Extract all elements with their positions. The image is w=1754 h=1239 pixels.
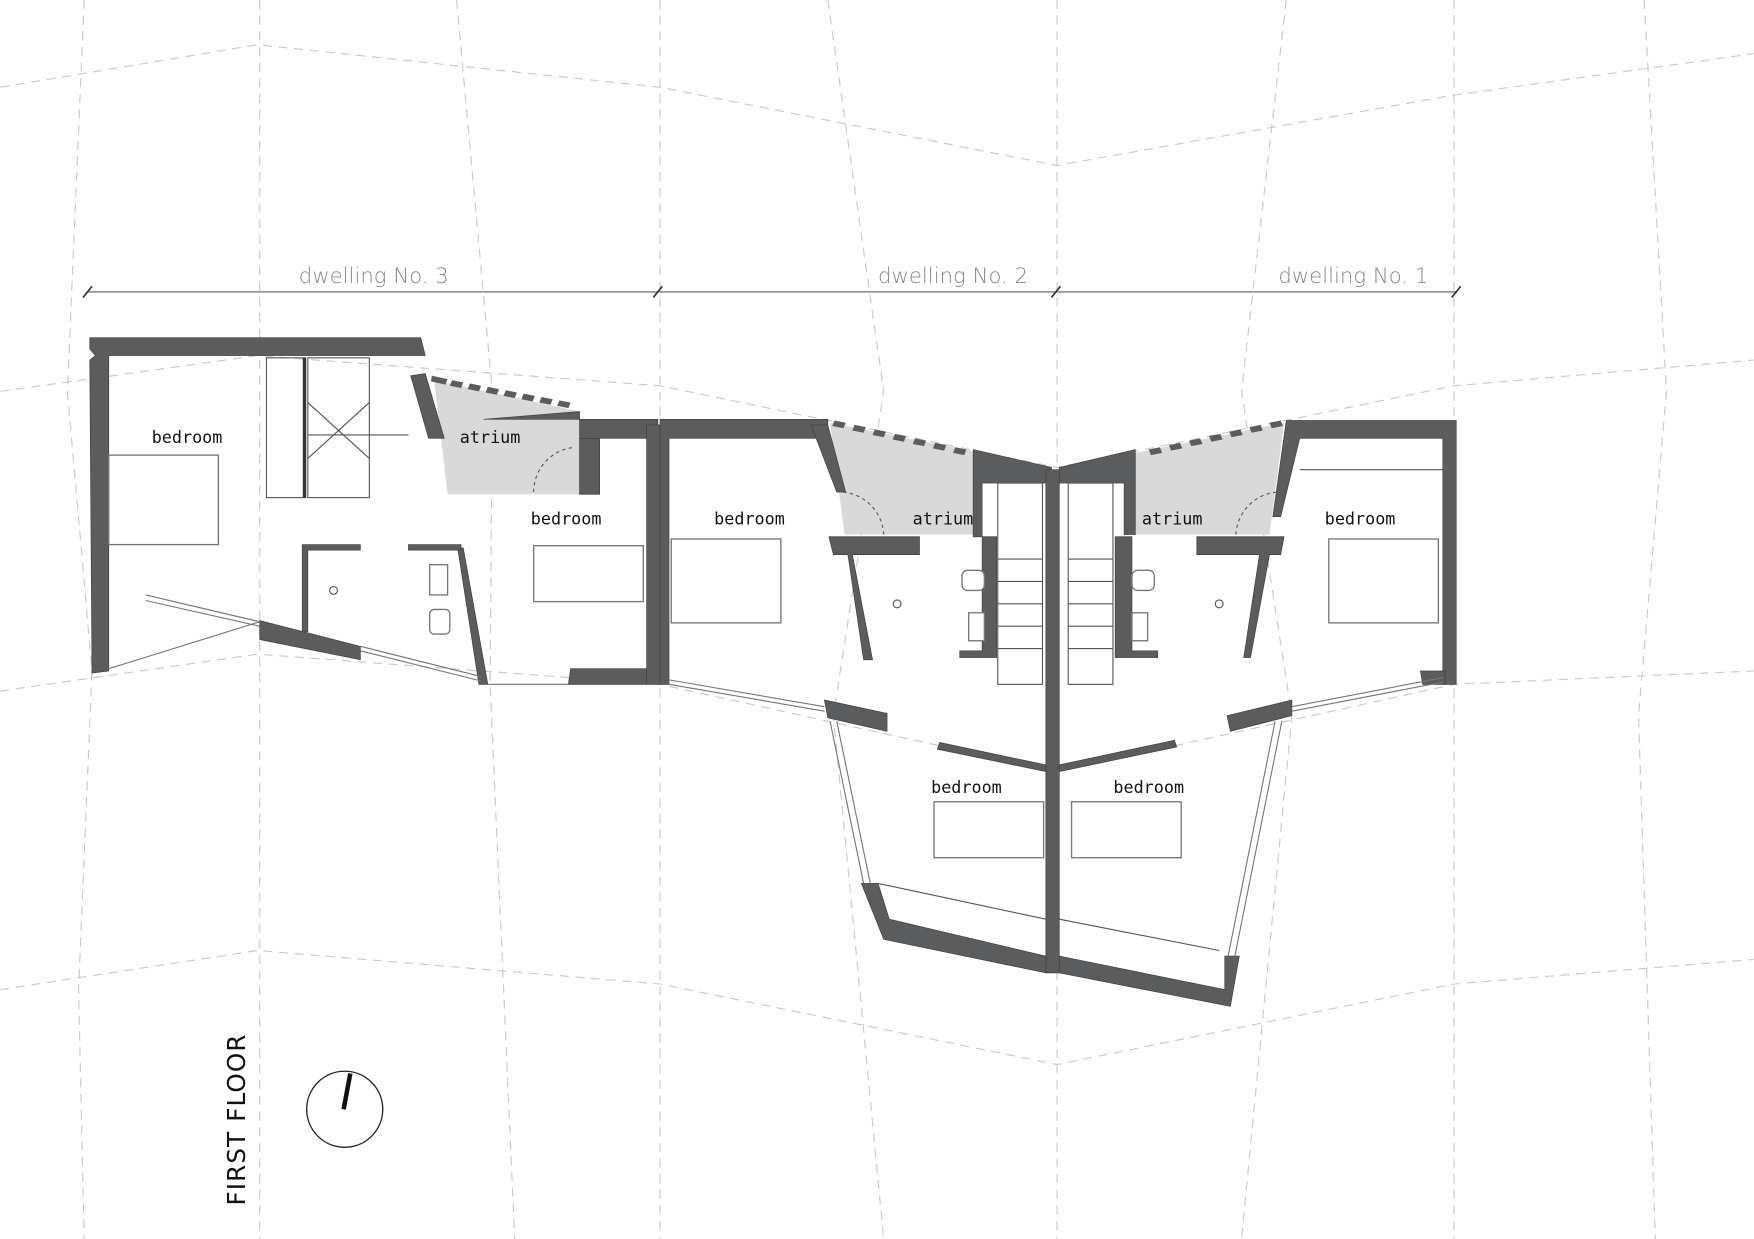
- bed: [670, 538, 782, 624]
- walls-dwelling-2: [659, 419, 1060, 974]
- dwelling-2-label: dwelling No. 2: [878, 264, 1028, 289]
- bed: [533, 545, 644, 603]
- room-label-bedroom: bedroom: [931, 777, 1002, 797]
- room-label-bedroom: bedroom: [152, 427, 223, 447]
- staircase-dwelling-3: [265, 357, 409, 499]
- room-label-atrium: atrium: [460, 427, 521, 447]
- staircase-dwelling-2: [997, 482, 1044, 685]
- staircase-dwelling-1: [1067, 482, 1114, 685]
- dimension-line: [82, 285, 1462, 298]
- room-label-bedroom: bedroom: [1325, 508, 1396, 528]
- bathroom-fixtures: [329, 446, 1279, 642]
- walls-dwelling-3: [89, 337, 661, 685]
- walls-dwelling-1: [1058, 420, 1457, 1007]
- bed: [1070, 801, 1182, 859]
- atrium-glazing: [430, 375, 1283, 456]
- atrium-3-fill: [434, 380, 580, 495]
- atrium-1-fill: [1135, 422, 1285, 535]
- north-arrow-icon: [306, 1070, 384, 1148]
- bed: [1328, 538, 1440, 624]
- room-label-bedroom: bedroom: [714, 508, 785, 528]
- room-label-bedroom: bedroom: [1113, 777, 1184, 797]
- room-label-atrium: atrium: [1142, 508, 1203, 528]
- bed: [933, 801, 1045, 859]
- room-label-bedroom: bedroom: [531, 508, 602, 528]
- room-label-atrium: atrium: [913, 508, 974, 528]
- dwelling-3-label: dwelling No. 3: [299, 264, 449, 289]
- window-lines: [108, 469, 1443, 957]
- bed: [108, 454, 220, 546]
- beds: [108, 454, 1440, 859]
- dwelling-1-label: dwelling No. 1: [1278, 264, 1428, 289]
- floor-title: FIRST FLOOR: [222, 1033, 251, 1205]
